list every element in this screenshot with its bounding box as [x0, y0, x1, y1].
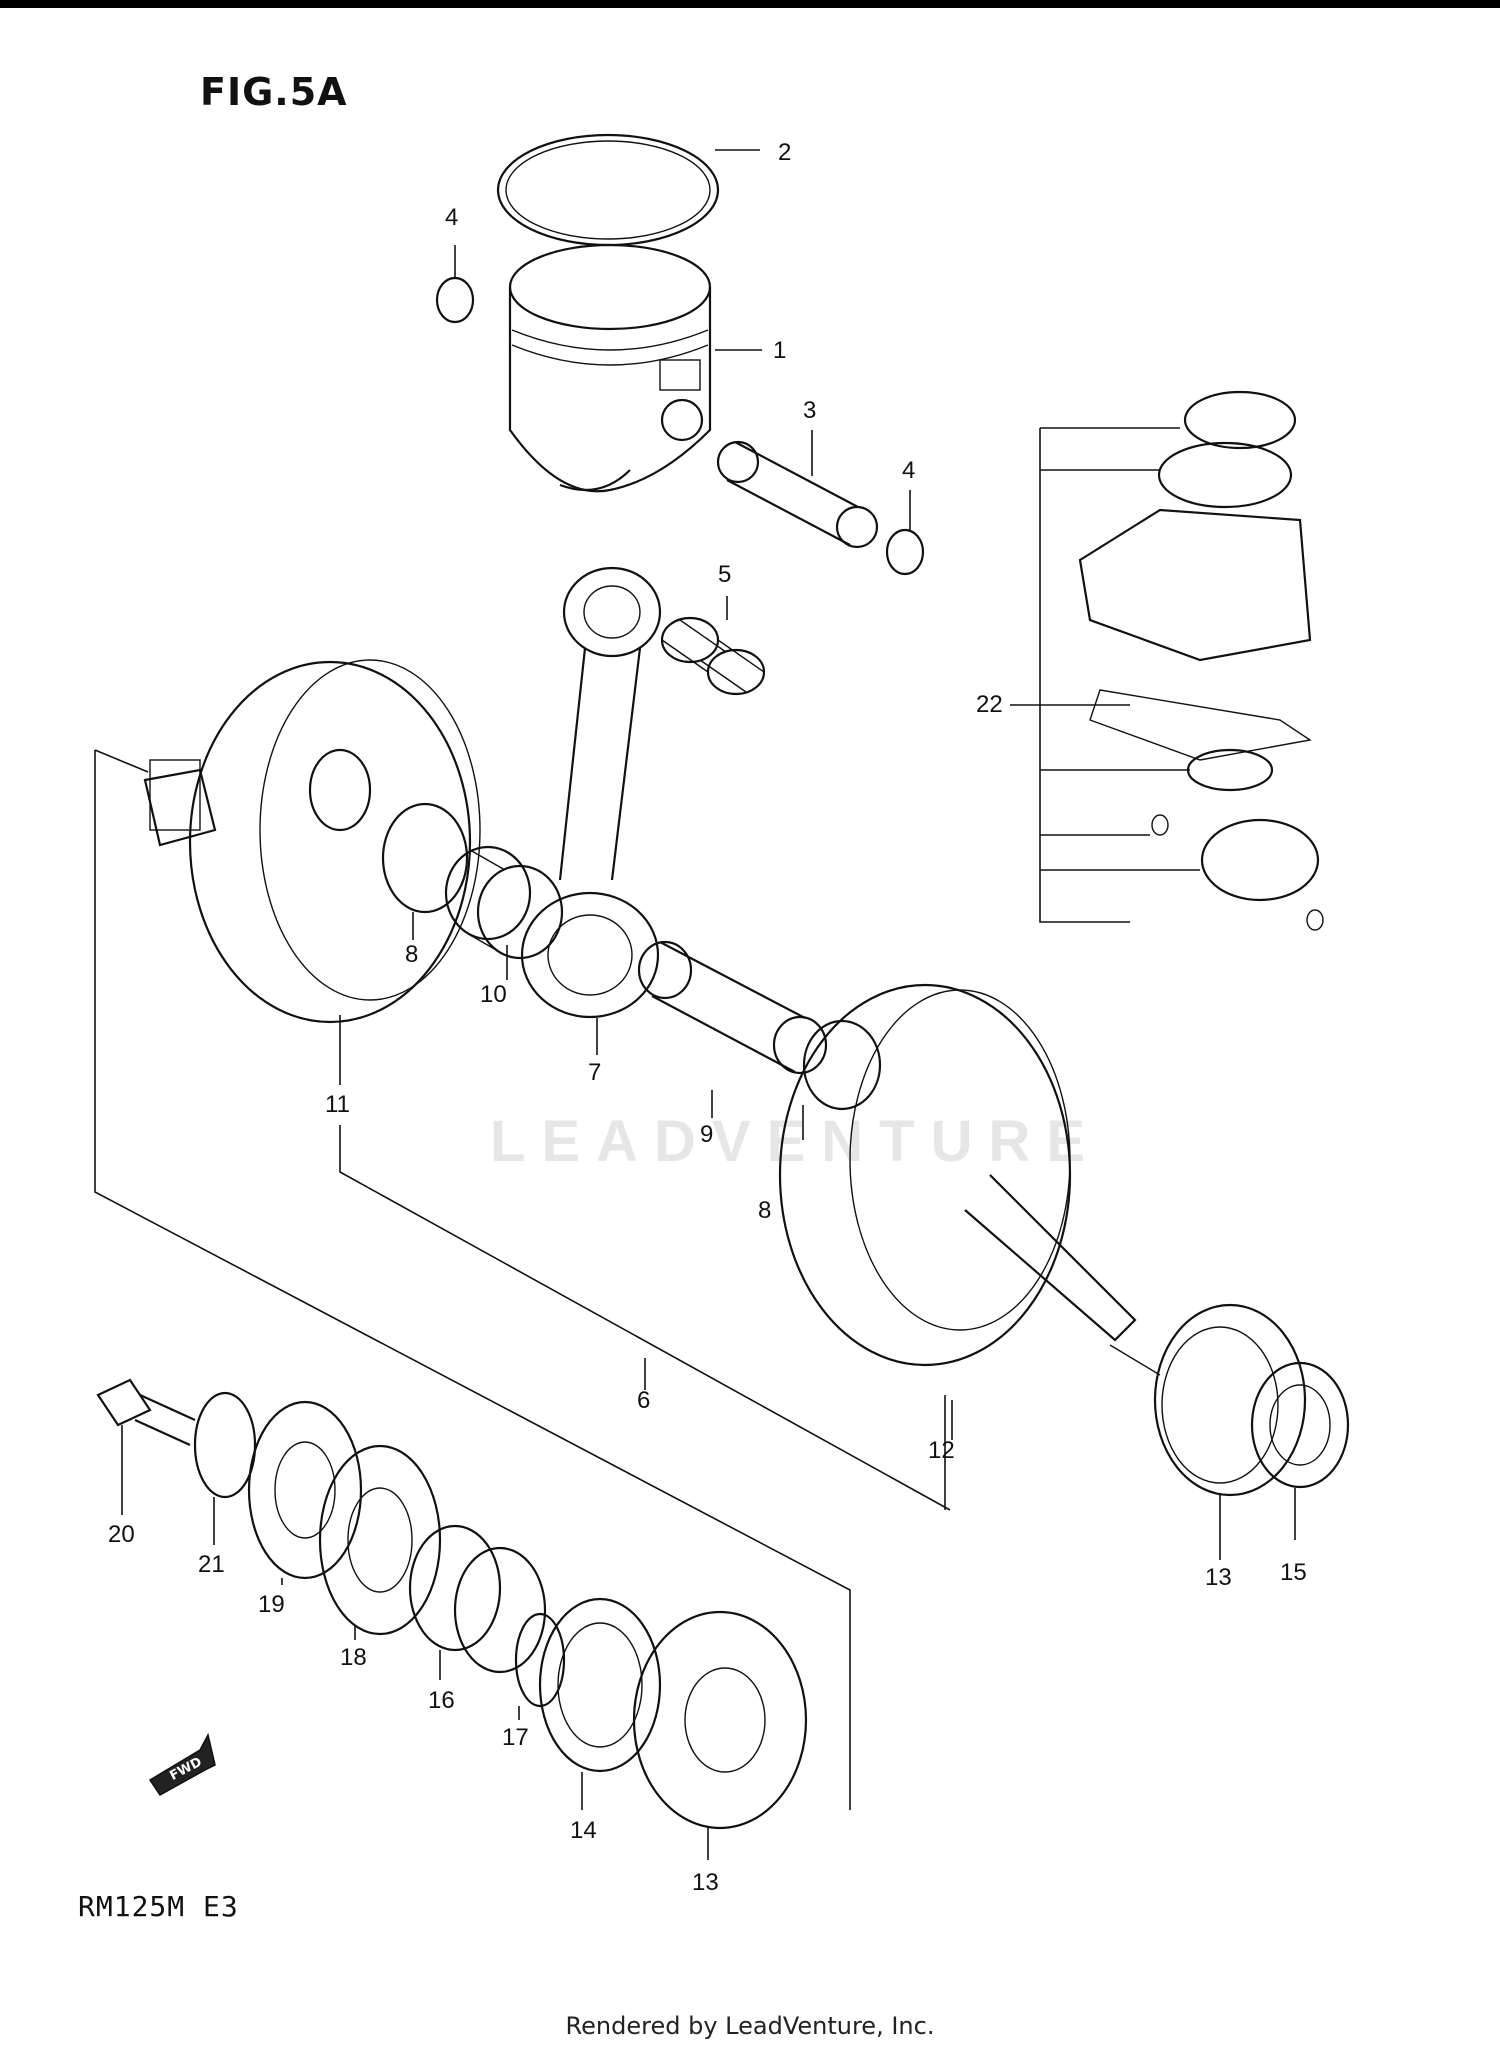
callout-7: 7 [588, 1059, 601, 1086]
callout-12: 12 [928, 1437, 955, 1464]
callout-18: 18 [340, 1644, 367, 1671]
bearing-right-part [1153, 1303, 1307, 1497]
callout-13-left: 13 [692, 1869, 719, 1896]
gear-18-part [318, 1444, 442, 1636]
watermark: LEADVENTURE [490, 1109, 1102, 1174]
circlip-upper-part [435, 276, 475, 324]
cylinder-inset-part [1078, 390, 1324, 931]
callout-16: 16 [428, 1687, 455, 1714]
small-end-bearing-part [660, 616, 766, 696]
callout-13-right: 13 [1205, 1564, 1232, 1591]
fwd-arrow-icon: FWD [148, 1732, 216, 1796]
callout-21: 21 [198, 1551, 225, 1578]
piston-pin-part [716, 440, 879, 549]
callout-15: 15 [1280, 1559, 1307, 1586]
oil-seal-left-part [538, 1597, 662, 1773]
callout-8-left: 8 [405, 941, 418, 968]
callout-14: 14 [570, 1817, 597, 1844]
thrust-washer-left-part [381, 802, 469, 914]
crank-left-part [143, 659, 481, 1024]
oil-seal-right-part [1250, 1361, 1350, 1489]
callout-1: 1 [773, 337, 786, 364]
model-label: RM125M E3 [78, 1890, 239, 1923]
top-border [0, 0, 1500, 8]
o-ring-part [514, 1612, 566, 1708]
leader-lines [94, 149, 1296, 1860]
crank-right-part [778, 983, 1161, 1376]
gear-19-part [247, 1400, 363, 1580]
callout-19: 19 [258, 1591, 285, 1618]
spacer-part [408, 1524, 547, 1674]
footer-credit: Rendered by LeadVenture, Inc. [565, 2012, 935, 2040]
callout-9: 9 [700, 1121, 713, 1148]
callout-8-right: 8 [758, 1197, 771, 1224]
callout-20: 20 [108, 1521, 135, 1548]
piston-ring-part [496, 133, 720, 247]
piston-part [508, 243, 712, 493]
callout-labels: 2 1 4 3 4 5 22 8 10 7 9 11 8 6 12 13 15 … [108, 139, 1307, 1896]
crank-pin-part [637, 940, 828, 1075]
callout-22: 22 [976, 691, 1003, 718]
callout-17: 17 [502, 1724, 529, 1751]
callout-4-upper: 4 [445, 204, 458, 231]
callout-11: 11 [325, 1091, 350, 1118]
bearing-left-part [632, 1610, 808, 1830]
washer-part [193, 1391, 257, 1499]
bolt-part [96, 1378, 196, 1447]
connecting-rod-part [520, 566, 662, 1019]
big-end-bearing-part [444, 845, 564, 960]
callout-2: 2 [778, 139, 791, 166]
thrust-washer-right-part [802, 1019, 882, 1111]
circlip-lower-part [885, 528, 925, 576]
figure-title: FIG.5A [200, 70, 348, 114]
callout-4-lower: 4 [902, 457, 915, 484]
callout-10: 10 [480, 981, 507, 1008]
callout-3: 3 [803, 397, 816, 424]
callout-5: 5 [718, 561, 731, 588]
callout-6: 6 [637, 1387, 650, 1414]
